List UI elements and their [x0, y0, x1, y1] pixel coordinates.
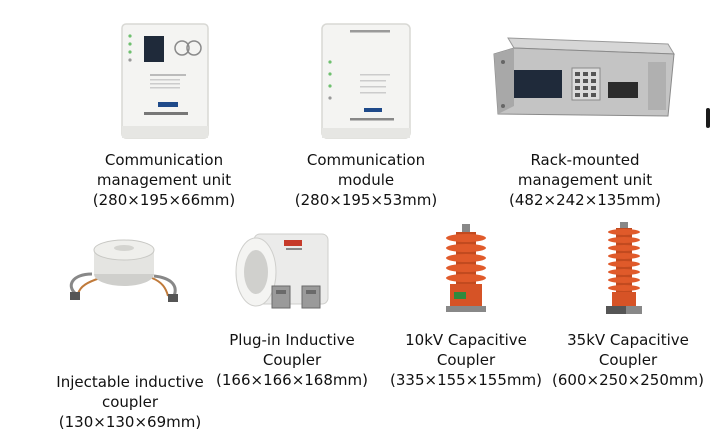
caption-line: 35kV Capacitive: [567, 331, 689, 349]
caption-line: management unit: [96, 171, 232, 189]
caption-line: module: [337, 171, 395, 189]
35kv-capacitive-coupler-image: [606, 222, 642, 314]
product-injectable-inductive-coupler: Injectable inductive coupler (130×130×69…: [0, 0, 240, 432]
caption-line: (280×195×53mm): [294, 191, 438, 209]
communication-management-unit-image: [121, 23, 209, 139]
caption-line: (600×250×250mm): [552, 371, 704, 389]
caption-line: (166×166×168mm): [216, 371, 368, 389]
communication-management-unit-caption: Communication management unit (280×195×6…: [84, 150, 244, 210]
caption-line: Communication: [104, 151, 224, 169]
caption-line: 10kV Capacitive: [405, 331, 527, 349]
plug-in-inductive-coupler-caption: Plug-in Inductive Coupler (166×166×168mm…: [212, 330, 372, 390]
product-rack-mounted-management-unit: Rack-mounted management unit (482×242×13…: [0, 0, 700, 212]
communication-module-image: [321, 23, 411, 139]
caption-line: (280×195×66mm): [92, 191, 236, 209]
caption-line: Coupler: [262, 351, 322, 369]
caption-line: Communication: [306, 151, 426, 169]
injectable-inductive-coupler-caption: Injectable inductive coupler (130×130×69…: [40, 372, 220, 432]
plug-in-inductive-coupler-image: [235, 233, 329, 309]
communication-module-caption: Communication module (280×195×53mm): [286, 150, 446, 210]
product-communication-module: Communication module (280×195×53mm): [0, 0, 460, 212]
rack-mounted-management-unit-image: [493, 37, 675, 117]
caption-line: Coupler: [436, 351, 496, 369]
caption-line: Plug-in Inductive: [229, 331, 355, 349]
edge-mark: [706, 108, 710, 128]
caption-line: management unit: [517, 171, 653, 189]
caption-line: (335×155×155mm): [390, 371, 542, 389]
10kv-capacitive-coupler-image: [446, 224, 486, 312]
35kv-capacitive-coupler-caption: 35kV Capacitive Coupler (600×250×250mm): [552, 330, 704, 390]
caption-line: coupler: [101, 393, 158, 411]
caption-line: Coupler: [598, 351, 658, 369]
10kv-capacitive-coupler-caption: 10kV Capacitive Coupler (335×155×155mm): [386, 330, 546, 390]
product-plug-in-inductive-coupler: Plug-in Inductive Coupler (166×166×168mm…: [212, 233, 372, 390]
caption-line: (482×242×135mm): [509, 191, 661, 209]
rack-mounted-management-unit-caption: Rack-mounted management unit (482×242×13…: [500, 150, 670, 210]
injectable-inductive-coupler-image: [69, 239, 178, 302]
caption-line: Injectable inductive: [56, 373, 204, 391]
product-10kv-capacitive-coupler: 10kV Capacitive Coupler (335×155×155mm): [386, 224, 546, 390]
caption-line: (130×130×69mm): [58, 413, 202, 431]
product-communication-management-unit: Communication management unit (280×195×6…: [0, 0, 260, 212]
caption-line: Rack-mounted: [530, 151, 640, 169]
